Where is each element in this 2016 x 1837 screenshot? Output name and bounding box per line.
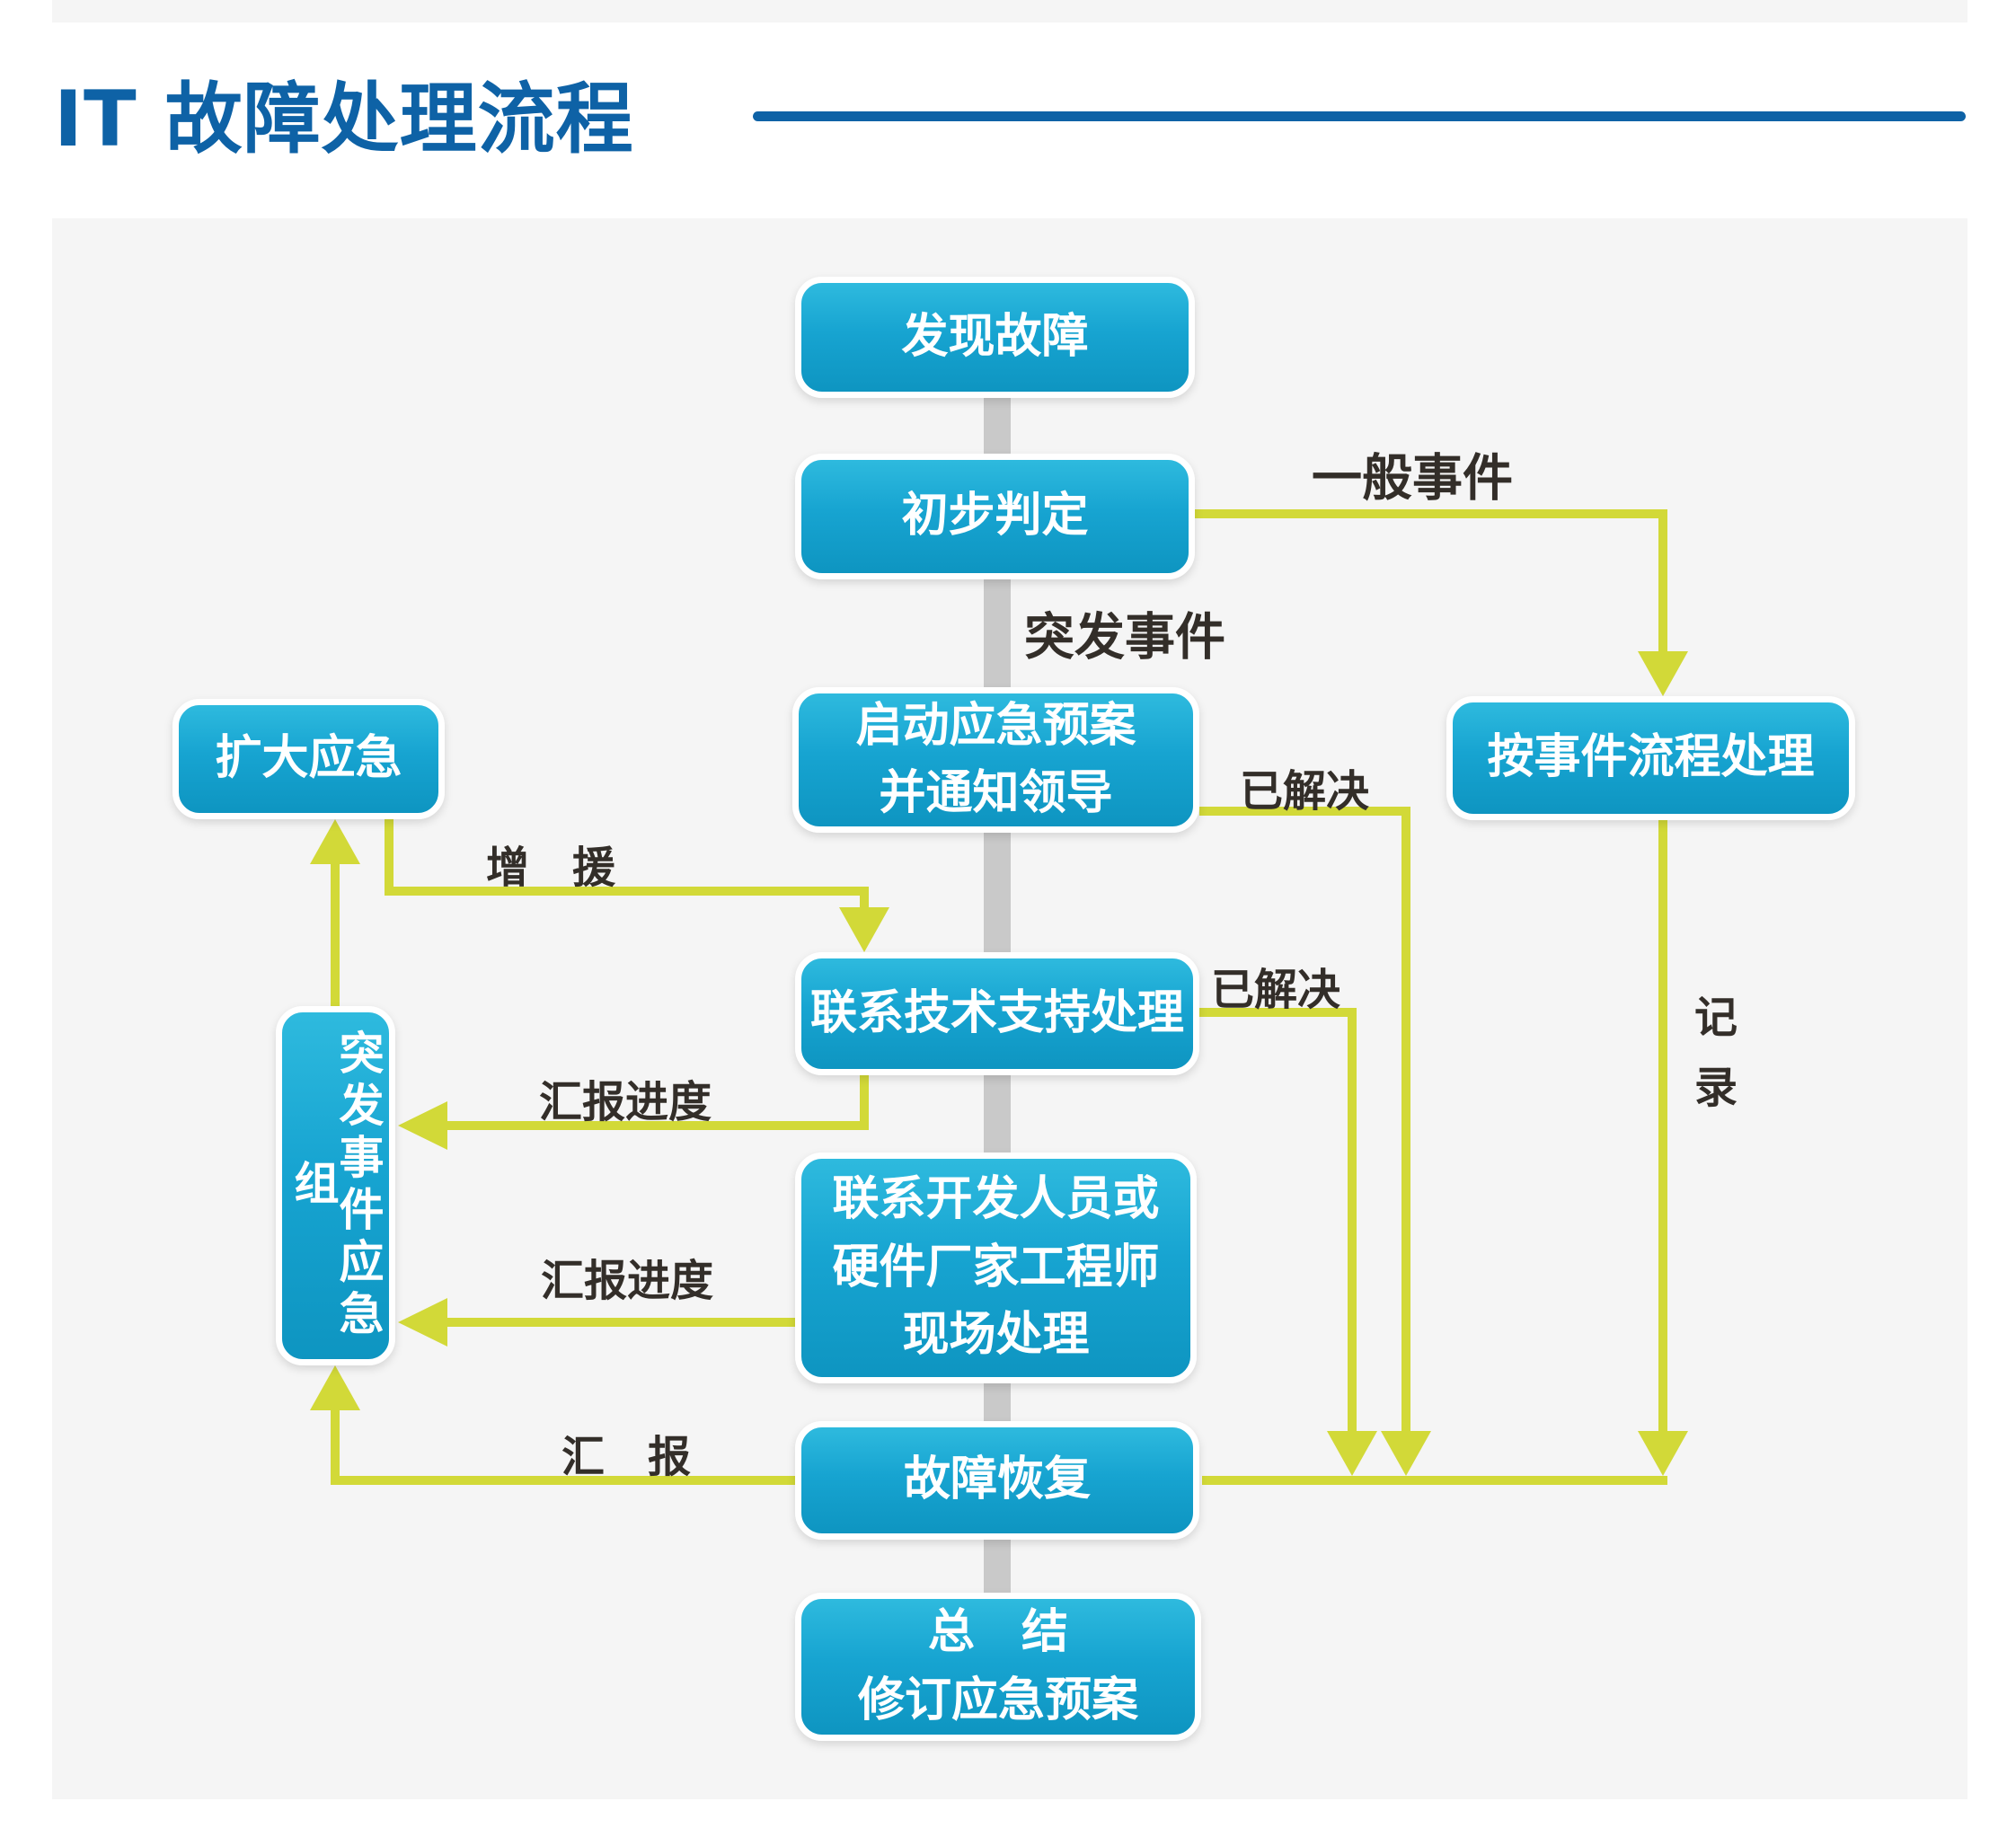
node-event-process: 按事件流程处理 [1446,696,1855,820]
edge-resolved-launch-h [1199,807,1410,816]
label-report-progress-support: 汇报进度 [538,1077,712,1127]
node-emergency-group-label: 突发事件应急组 [287,1029,385,1342]
label-emergency-event: 突发事件 [1024,608,1225,667]
node-expand-emergency-label: 扩大应急 [215,731,402,786]
edge-report-up-stub [331,1409,340,1485]
arrowhead-resolved-launch [1381,1431,1431,1476]
edge-group-to-expand-v [331,861,340,1006]
arrowhead-reinforce [839,907,889,952]
node-expand-emergency: 扩大应急 [172,699,445,819]
node-contact-support-label: 联系技术支持处理 [809,985,1184,1040]
arrowhead-resolved-support [1327,1431,1377,1476]
node-summary: 总 结 修订应急预案 [795,1593,1201,1741]
edge-progress-support-h [446,1121,869,1130]
label-general-event: 一般事件 [1312,449,1513,508]
edge-resolved-support-v [1348,1008,1357,1435]
node-summary-line1: 总 结 [927,1605,1068,1660]
edge-resolved-launch-v [1401,807,1410,1435]
node-summary-line2: 修订应急预案 [857,1673,1138,1727]
node-discover-fault: 发现故障 [795,277,1195,398]
node-fault-recovery: 故障恢复 [795,1421,1199,1540]
node-event-process-label: 按事件流程处理 [1487,730,1815,785]
connector-support-dev [984,1075,1011,1153]
edge-progress-dev-h [446,1318,795,1327]
node-launch-plan: 启动应急预案 并通知领导 [792,687,1199,833]
node-contact-developers: 联系开发人员或 硬件厂家工程师 现场处理 [795,1153,1197,1383]
node-preliminary-judgement: 初步判定 [795,454,1195,579]
edge-reinforce-stub [385,819,393,896]
label-resolved-launch: 已解决 [1239,766,1370,817]
top-strip [52,0,1967,22]
label-report: 汇 报 [561,1432,692,1482]
connector-launch-support [984,833,1011,952]
arrowhead-record [1638,1431,1688,1476]
connector-discover-judge [984,398,1011,454]
page-title: IT 故障处理流程 [54,75,634,164]
edge-general-event-h [1195,509,1667,518]
arrowhead-to-expand [310,819,360,864]
node-fault-recovery-label: 故障恢复 [903,1453,1091,1507]
label-reinforce: 增 援 [485,843,616,893]
connector-judge-launch [984,579,1011,687]
edge-record-v [1658,820,1667,1435]
node-contact-developers-line2: 硬件厂家工程师 [832,1240,1160,1294]
label-report-progress-dev: 汇报进度 [540,1256,714,1306]
connector-recover-summary [984,1540,1011,1593]
edge-reinforce-h [385,887,869,896]
node-launch-plan-line2: 并通知领导 [879,766,1113,820]
arrowhead-progress-support [398,1101,447,1150]
node-contact-support: 联系技术支持处理 [795,952,1199,1075]
title-rule [753,111,1966,121]
arrowhead-report-to-group [310,1365,360,1410]
edge-resolved-support-h [1199,1008,1357,1017]
node-contact-developers-line3: 现场处理 [902,1308,1090,1363]
edge-report-collector-left [331,1476,795,1485]
node-discover-fault-label: 发现故障 [901,309,1089,364]
connector-dev-recover [984,1383,1011,1421]
node-emergency-group: 突发事件应急组 [276,1006,395,1365]
node-contact-developers-line1: 联系开发人员或 [832,1172,1160,1227]
label-resolved-support: 已解决 [1210,965,1341,1015]
edge-general-event-v [1658,509,1667,653]
arrowhead-progress-dev [398,1298,447,1347]
edge-progress-support-stub [860,1075,869,1130]
edge-report-collector-right [1202,1476,1667,1485]
node-launch-plan-line1: 启动应急预案 [855,698,1136,753]
node-preliminary-judgement-label: 初步判定 [901,489,1089,543]
arrowhead-to-event-process [1638,651,1688,696]
label-record: 记录 [1686,994,1737,1135]
edge-reinforce-v [860,887,869,909]
